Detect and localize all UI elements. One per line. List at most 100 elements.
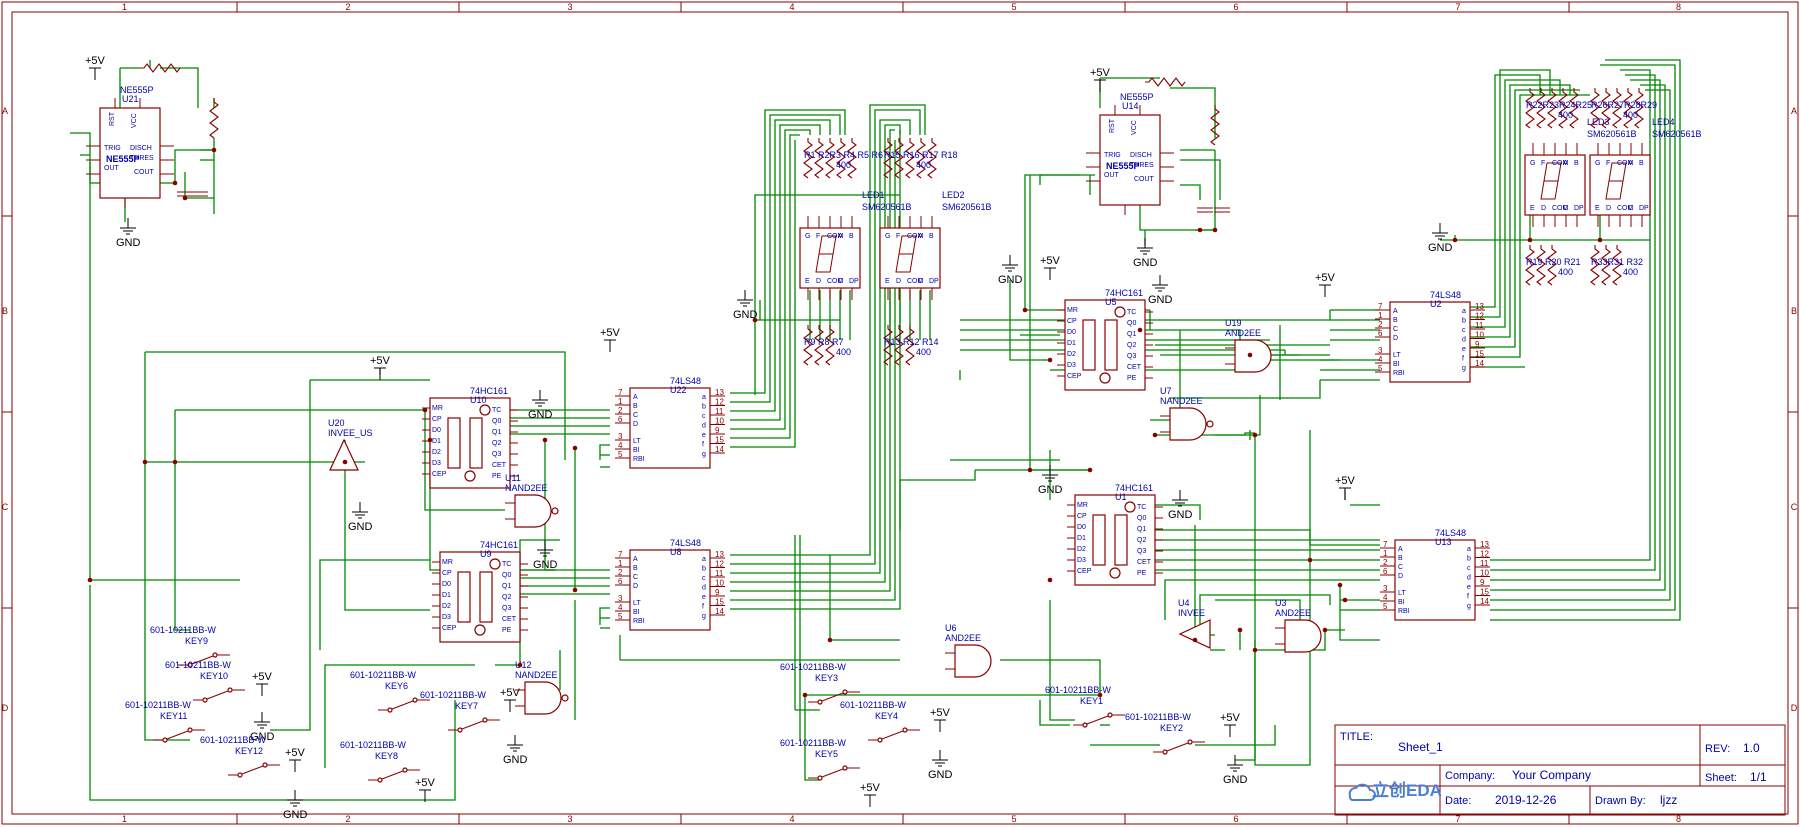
counter-pin-right: CET: [1127, 364, 1142, 371]
vcc-symbol: +5V: [1315, 272, 1336, 297]
zone-top-label: 1: [122, 2, 127, 12]
counter-pin-left: CEP: [1077, 568, 1092, 575]
display-pin-bottom: E: [805, 278, 810, 285]
gnd-symbol: GND: [1168, 490, 1193, 521]
pin-vcc: VCC: [131, 113, 138, 128]
resistor: [825, 325, 835, 366]
resistor: [1623, 88, 1633, 129]
decoder-pin-num-right: 11: [1475, 321, 1484, 330]
key-ref: KEY2: [1160, 723, 1183, 733]
resistor: [140, 63, 181, 73]
counter-pin-left: D0: [432, 427, 441, 434]
gnd-symbol: GND: [503, 735, 528, 766]
counter-pin-right: TC: [1137, 504, 1146, 511]
gnd-symbol: GND: [1428, 223, 1453, 254]
resistor-bank-labels: R9 R8 R7: [804, 337, 844, 347]
decoder-pin-num-right: 9: [715, 426, 720, 435]
gnd-label: GND: [528, 409, 553, 421]
key-part: 601-10211BB-W: [840, 700, 906, 710]
resistor-value: 400: [1558, 267, 1573, 277]
resistor: [1634, 88, 1644, 129]
vcc-label: +5V: [1315, 272, 1336, 284]
decoder-pin-left: A: [633, 394, 638, 401]
decoder-pin-right: a: [1462, 308, 1466, 315]
key-ref: KEY11: [160, 711, 187, 721]
decoder-pin-num-right: 12: [715, 560, 724, 569]
junction-dot: [1047, 357, 1053, 363]
resistor: [1612, 88, 1622, 129]
display-pin-bottom: E: [1530, 205, 1535, 212]
decoder-pin-left: B: [633, 565, 638, 572]
decoder-pin-right: a: [702, 394, 706, 401]
zone-right-label: D: [1791, 703, 1798, 713]
counter-ref: U10: [470, 395, 487, 405]
counter-pin-right: CET: [492, 462, 507, 469]
junction-dot: [1212, 227, 1218, 233]
resistor: [1569, 88, 1579, 129]
decoder-pin-right: b: [1462, 318, 1466, 325]
counter-pin-left: CEP: [442, 625, 457, 632]
pin-thres: THRES: [130, 155, 154, 162]
decoder-pin-left: D: [633, 583, 638, 590]
gnd-label: GND: [1223, 774, 1248, 786]
counter-pin-left: MR: [1067, 307, 1078, 314]
gnd-label: GND: [1038, 484, 1063, 496]
resistor: [1601, 245, 1611, 286]
junction-dot: [572, 445, 578, 451]
vcc-symbol: +5V: [930, 707, 951, 732]
display-pin-bottom: COM: [827, 278, 844, 285]
inner-border: [11, 11, 1789, 815]
gnd-label: GND: [1428, 242, 1453, 254]
decoder-pin-right: d: [1467, 575, 1471, 582]
gnd-label: GND: [1133, 257, 1158, 269]
timer-part-inner: NE555P: [106, 154, 140, 164]
resistor: [1612, 245, 1622, 286]
resistor: [803, 325, 813, 366]
vcc-symbol: +5V: [370, 355, 391, 380]
decoder-pin-left: LT: [1393, 352, 1401, 359]
decoder-pin-left: B: [1398, 555, 1403, 562]
gnd-symbol: GND: [1148, 275, 1173, 306]
cloud-logo-icon: [1348, 783, 1376, 801]
junction-dot: [1342, 597, 1348, 603]
decoder-pin-num-left: 3: [618, 594, 623, 603]
counter-pin-right: Q1: [1127, 331, 1136, 338]
counter-pin-left: CP: [1067, 318, 1077, 325]
display-pin-top: B: [849, 233, 854, 240]
junction-dot: [1307, 557, 1313, 563]
resistor-value: 400: [836, 347, 851, 357]
gate-type: AND2EE: [945, 633, 981, 643]
junction-dot: [1452, 237, 1458, 243]
decoder-pin-num-right: 13: [1480, 540, 1489, 549]
display-pin-bottom: C: [1563, 205, 1568, 212]
zone-top-label: 3: [567, 2, 572, 12]
counter-pin-right: Q2: [492, 440, 501, 447]
counter-ref: U1: [1115, 492, 1127, 502]
decoder-pin-left: A: [633, 556, 638, 563]
resistor: [1536, 245, 1546, 286]
key-ref: KEY3: [815, 673, 838, 683]
decoder-pin-num-right: 10: [1480, 569, 1489, 578]
gnd-symbol: GND: [250, 712, 275, 743]
counter-pin-left: D3: [1077, 557, 1086, 564]
decoder-ref: U13: [1435, 537, 1452, 547]
decoder-pin-num-right: 12: [715, 398, 724, 407]
display-pin-top: F: [896, 233, 900, 240]
counter-pin-left: MR: [432, 405, 443, 412]
gnd-symbol: GND: [998, 255, 1023, 286]
drawn-by-value: ljzz: [1660, 793, 1677, 807]
counter-pin-left: D2: [432, 449, 441, 456]
decoder-pin-num-left: 5: [618, 612, 623, 621]
counter-pin-right: CET: [1137, 559, 1152, 566]
junction-dot: [1252, 647, 1258, 653]
